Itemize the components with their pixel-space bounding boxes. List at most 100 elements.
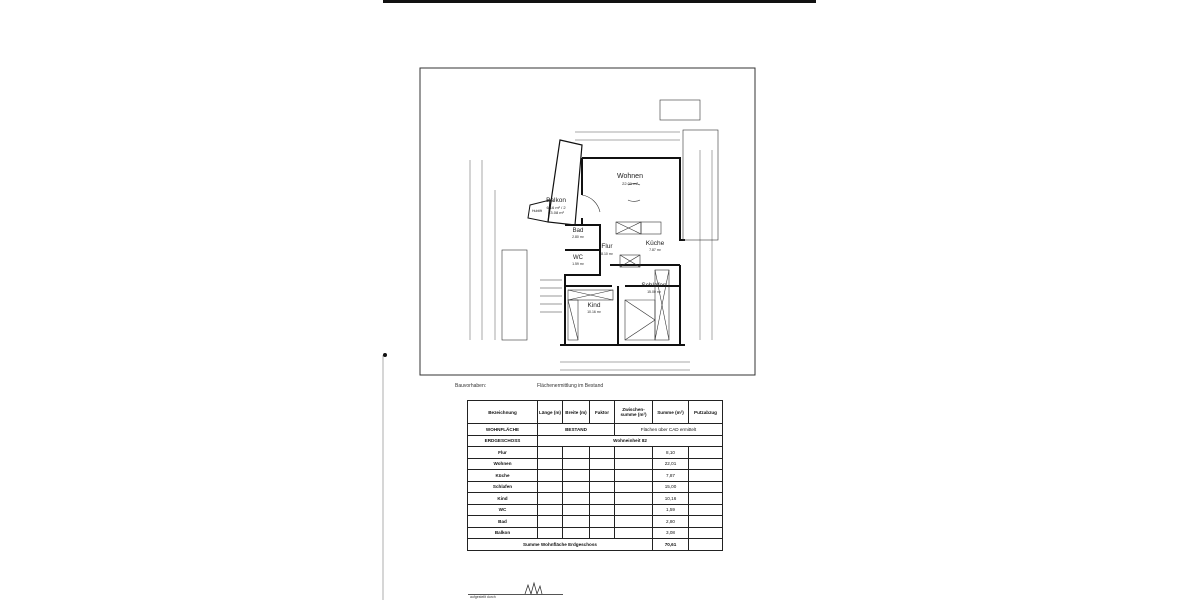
empty-cell [614,446,653,459]
room-area-schlafen: 15.00 m² [647,290,662,294]
signature-scribble [524,581,543,596]
row-name: Wohnen [467,457,538,470]
empty-cell [562,446,590,459]
empty-cell [688,480,723,493]
balcony-outline [547,139,583,226]
room-label-flur: Flur [601,243,613,250]
room-label-kueche: Küche [646,240,665,247]
table-row: Wohnen 22,01 [467,457,723,470]
room-label-wohnen: Wohnen [617,173,643,180]
empty-cell [562,480,590,493]
table-row: WC 1,59 [467,503,723,516]
cad-note: Flächen über CAD ermittelt [614,423,723,436]
row-sum: 8,10 [652,446,689,459]
empty-cell [589,469,615,482]
room-label-schlafen: Schlafen [641,282,667,289]
caption-label: Bauvorhaben: [455,383,487,389]
room-label-kind: Kind [587,302,600,309]
empty-cell [562,457,590,470]
row-name: Küche [467,469,538,482]
empty-cell [614,480,653,493]
row-sum: 15,00 [652,480,689,493]
empty-cell [562,515,590,528]
empty-cell [688,526,723,539]
empty-cell [537,492,563,505]
empty-cell [688,469,723,482]
empty-cell [537,515,563,528]
room-area-bad: 2.80 m² [572,235,585,239]
total-value: 70,61 [652,538,689,551]
room-label-bad: Bad [573,228,584,234]
empty-cell [537,503,563,516]
room-area-kind: 10.16 m² [587,310,602,314]
total-label: Summe Wohnfläche Erdgeschoss [467,538,653,551]
scan-dot [383,353,387,357]
walls [560,157,685,346]
table-row: Schlafen 15,00 [467,480,723,493]
room-label-balkon: Balkon [546,197,566,204]
room-area-flur: 8.10 m² [601,252,614,256]
scan-top-edge [383,0,816,3]
table-row-erdgeschoss: ERDGESCHOSS Wohneinheit 82 [467,434,723,447]
empty-cell [589,526,615,539]
header-faktor: Faktor [589,400,615,424]
table-row: Bad 2,80 [467,515,723,528]
row-name: Bad [467,515,538,528]
table-row-total: Summe Wohnfläche Erdgeschoss 70,61 [467,538,723,551]
row-sum: 2,80 [652,515,689,528]
empty-cell [688,515,723,528]
plan-frame [419,67,756,376]
table-row-wohnflaeche: WOHNFLÄCHE BESTAND Flächen über CAD ermi… [467,423,723,436]
empty-cell [537,469,563,482]
header-breite: Breite (m) [562,400,590,424]
empty-cell [688,446,723,459]
signature-label: aufgestellt durch [470,595,496,599]
wohnflaeche-label: WOHNFLÄCHE [467,423,538,436]
empty-cell [537,446,563,459]
header-bezeichnung: Bezeichnung [467,400,538,424]
empty-cell [537,457,563,470]
empty-cell [562,492,590,505]
empty-cell [562,469,590,482]
furniture [501,99,719,341]
erdgeschoss-label: ERDGESCHOSS [467,434,538,447]
row-sum: 10,16 [652,492,689,505]
empty-cell [688,492,723,505]
row-name: Schlafen [467,480,538,493]
empty-cell [589,515,615,528]
row-name: WC [467,503,538,516]
empty-cell [537,480,563,493]
area-table: Bezeichnung Länge (m) Breite (m) Faktor … [467,400,723,551]
table-row: Balkon 3,08 [467,526,723,539]
room-area-wohnen: 22.01 m² [622,181,638,186]
empty-cell [589,503,615,516]
row-sum: 3,08 [652,526,689,539]
empty-cell [614,515,653,528]
empty-cell [614,457,653,470]
table-row: Flur 8,10 [467,446,723,459]
header-zwischensumme: Zwischen-summe (m²) [614,400,653,424]
room-area-balkon: 6.16 m² / 2 [546,205,566,210]
empty-cell [562,526,590,539]
row-name: Kind [467,492,538,505]
bestand-label: BESTAND [537,423,615,436]
row-name: Flur [467,446,538,459]
empty-cell [614,526,653,539]
row-sum: 1,59 [652,503,689,516]
row-name: Balkon [467,526,538,539]
empty-cell [614,492,653,505]
caption-value: Flächenermittlung im Bestand [537,383,604,389]
empty-cell [589,446,615,459]
room-label-wc: WC [573,255,584,261]
header-summe: Summe (m²) [652,400,689,424]
empty-cell [589,492,615,505]
row-sum: 22,01 [652,457,689,470]
room-area-kueche: 7.87 m² [649,248,662,252]
empty-cell [688,457,723,470]
header-putzabzug: Putzabzug [688,400,723,424]
empty-cell [537,526,563,539]
room-area-balkon-half: =3.08 m² [548,210,565,215]
dimension-lines [469,131,713,371]
